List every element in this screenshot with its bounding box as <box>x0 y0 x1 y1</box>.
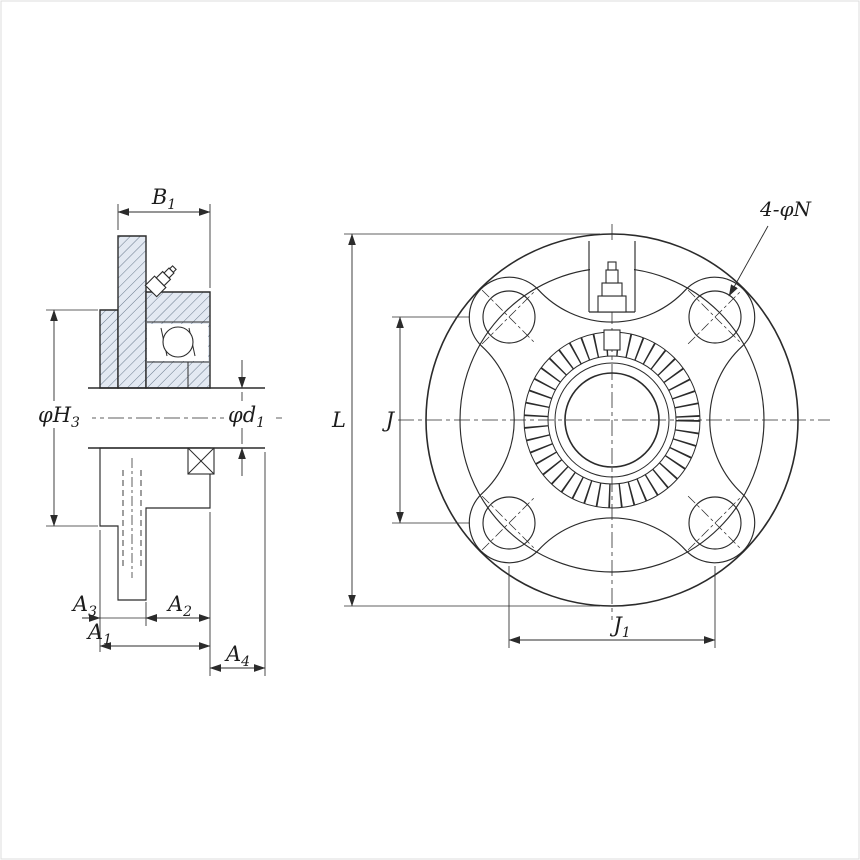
dimensions-bottom: A3 A2 A1 A4 <box>71 452 266 676</box>
dimension-L: L <box>331 233 600 607</box>
leader-line <box>728 225 769 297</box>
spigot-section <box>99 309 119 389</box>
dim-label-L: L <box>331 408 346 432</box>
label-background <box>224 401 274 428</box>
grease-fitting-hex <box>601 282 623 297</box>
right-view-front <box>398 224 830 620</box>
grease-fitting-tip <box>607 261 617 271</box>
grease-fitting-stem <box>605 269 619 284</box>
lockwasher-tab <box>603 329 621 351</box>
locknut-serration <box>523 329 701 509</box>
dimension-d1: φd1 <box>224 360 274 476</box>
dim-label-a2: A2 <box>166 592 192 620</box>
grease-fitting-tip <box>168 265 177 274</box>
bolt-hole <box>688 290 742 344</box>
dimension-h3: φH3 <box>34 309 98 527</box>
collar-cross-line <box>187 447 215 475</box>
bearing-ball <box>162 326 194 358</box>
grease-fitting-base <box>597 295 627 313</box>
dim-label-a3: A3 <box>71 592 97 620</box>
hidden-bolt-hole <box>122 458 142 578</box>
bolt-centerline <box>481 495 537 551</box>
left-view-section <box>80 235 282 601</box>
bolt-hole-centerlines <box>481 289 743 551</box>
dim-label-a4: A4 <box>224 642 250 670</box>
dim-label-b1: B1 <box>151 185 176 213</box>
serration-teeth <box>524 332 700 508</box>
flange-outer-circle <box>425 233 799 607</box>
bolt-centerline <box>481 289 537 345</box>
locking-collar <box>187 447 215 475</box>
bolt-hole <box>688 496 742 550</box>
dimension-J1: J1 <box>508 566 716 648</box>
bolt-hole <box>482 290 536 344</box>
bolt-hole <box>482 496 536 550</box>
dim-label-d1: φd1 <box>228 403 265 431</box>
flange-plate-section <box>117 235 147 389</box>
bolt-note: 4-φN <box>728 197 812 297</box>
bolt-centerline <box>687 495 743 551</box>
inner-ring-circle <box>554 362 670 478</box>
serration-inner-edge <box>547 355 677 485</box>
dim-label-J: J <box>382 408 396 432</box>
grease-fitting-side <box>144 265 177 298</box>
label-background <box>34 401 92 428</box>
bearing-internals <box>147 321 209 388</box>
dim-label-h3: φH3 <box>38 403 80 431</box>
bolt-centerline <box>687 289 743 345</box>
shaft-bore-circle <box>564 372 660 468</box>
bolt-note-label: 4-φN <box>759 197 812 221</box>
lobed-contour <box>468 276 756 564</box>
grease-fitting-front <box>588 241 636 313</box>
dim-label-j1: J1 <box>609 613 630 641</box>
dim-label-a1: A1 <box>86 620 112 648</box>
dimension-J: J <box>382 316 470 524</box>
dimension-b1: B1 <box>117 185 211 288</box>
